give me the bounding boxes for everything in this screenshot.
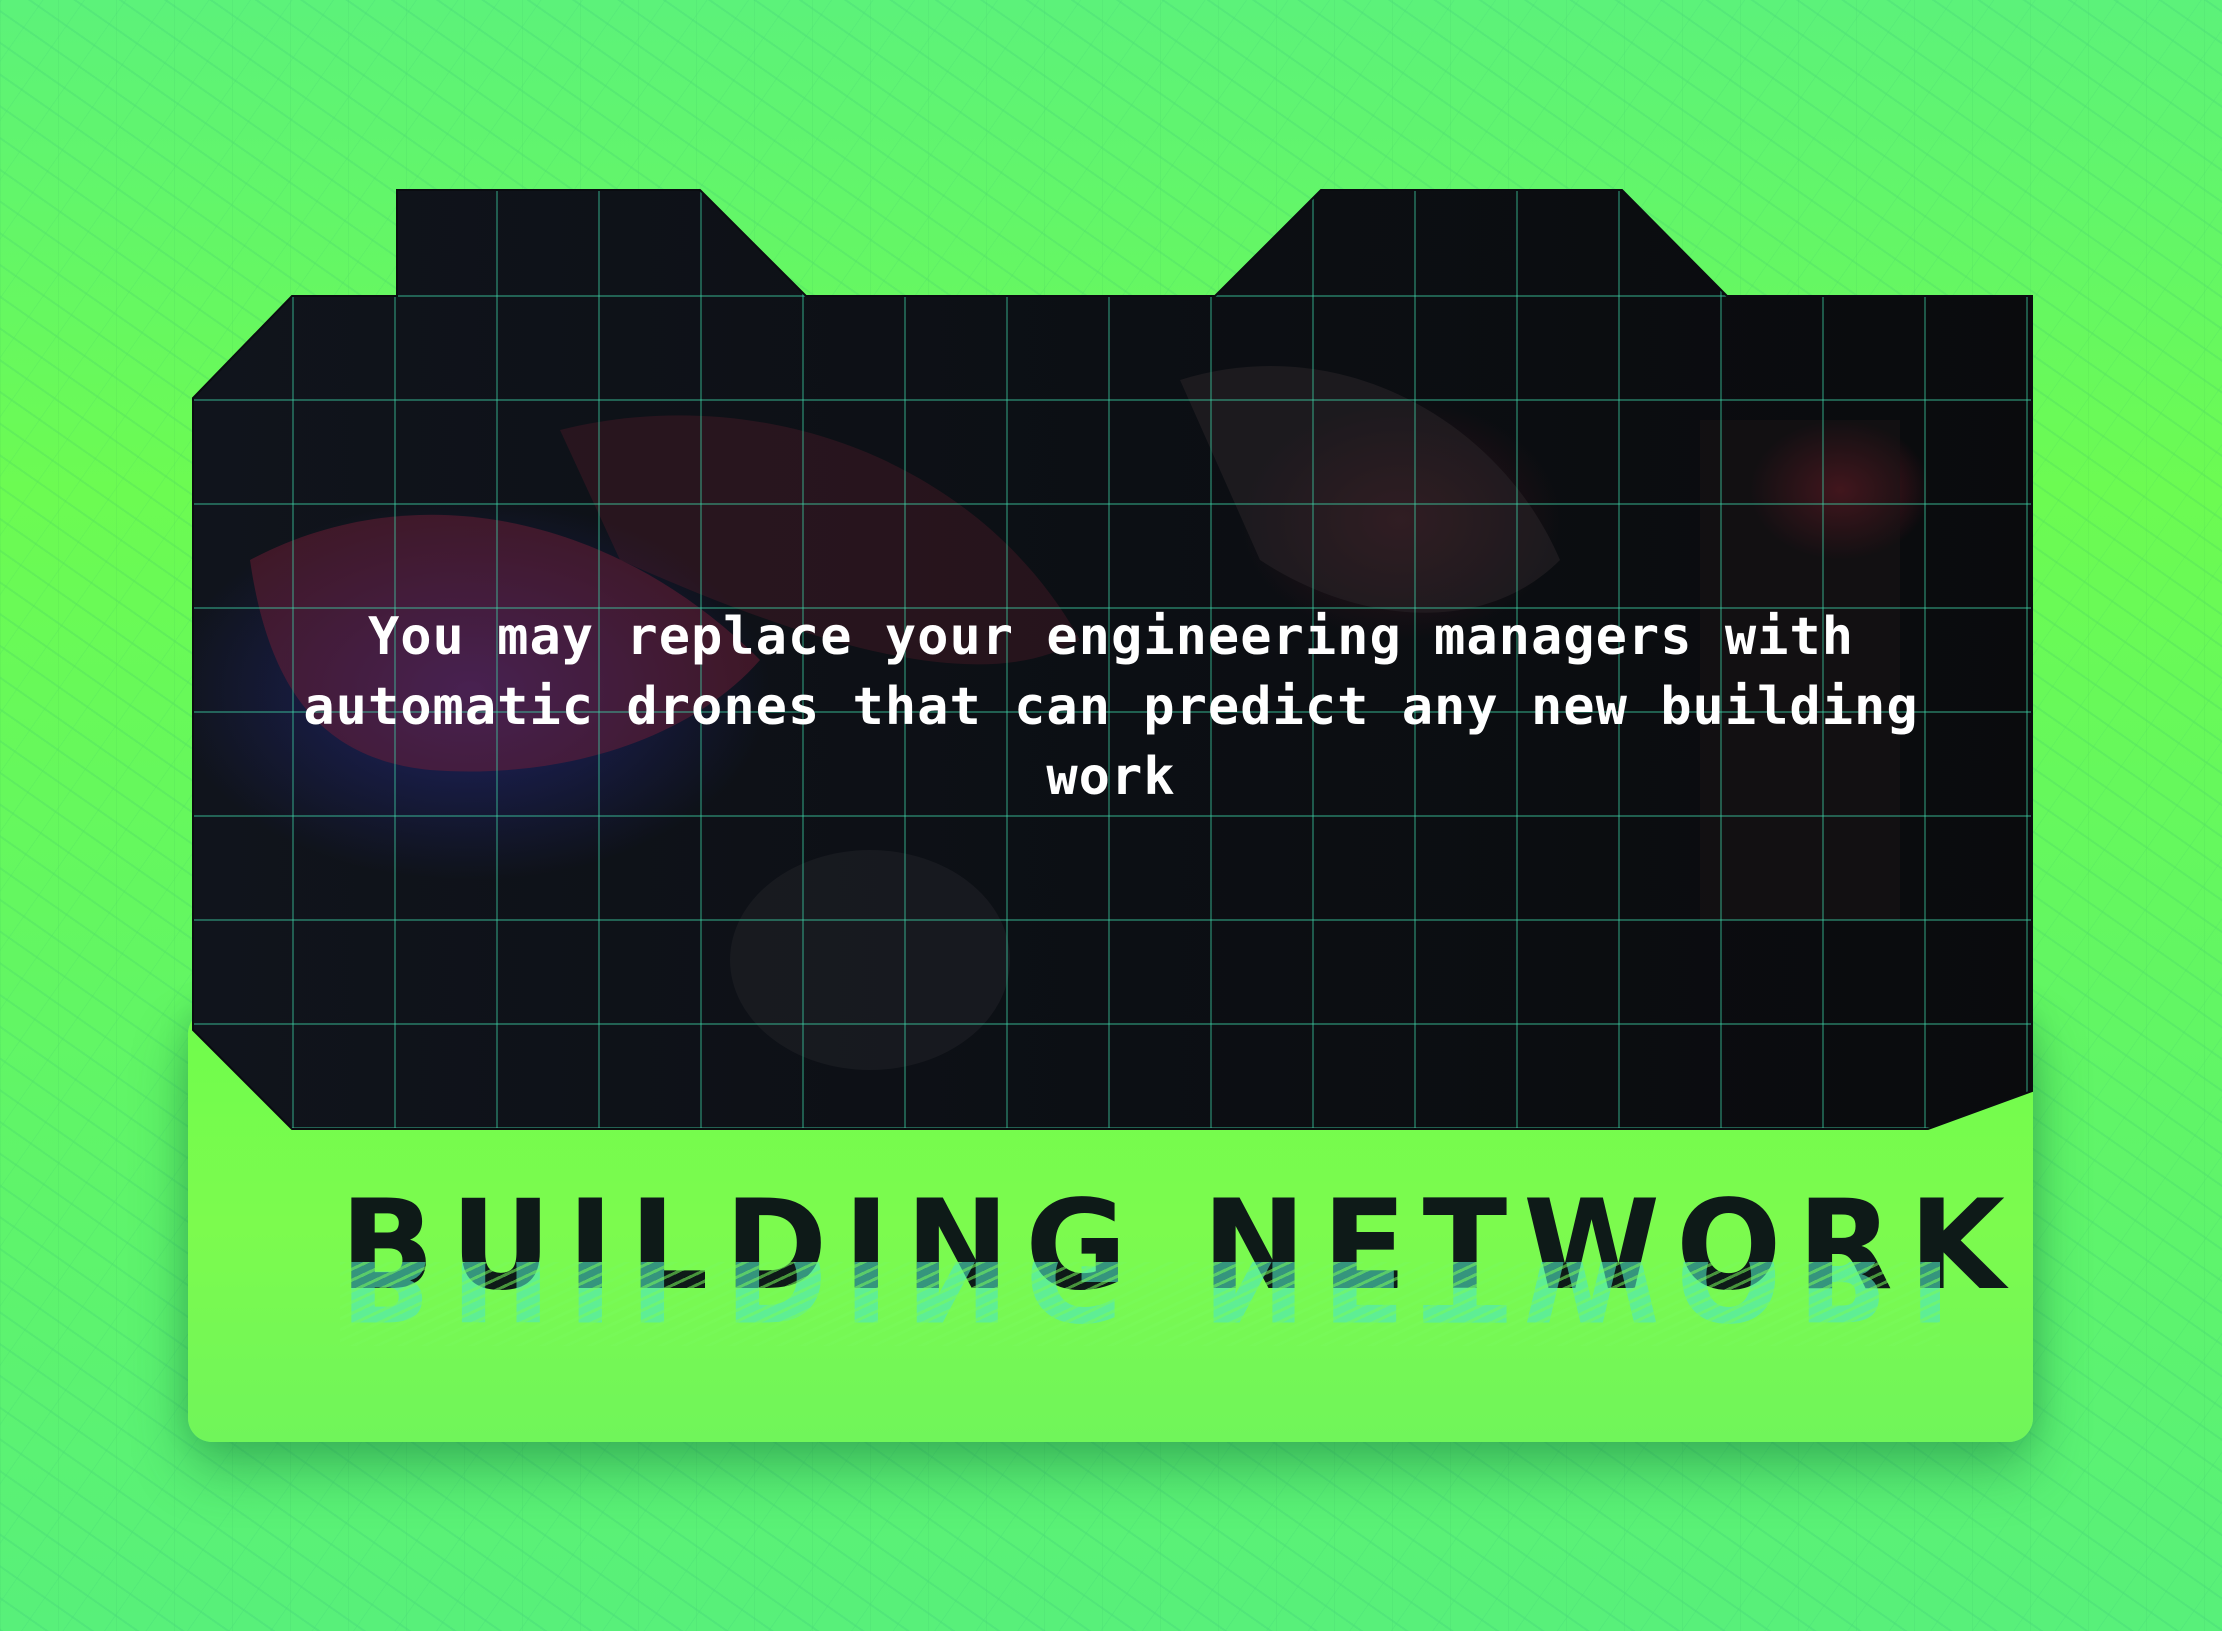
title-reflection: BUILDING NETWORK <box>340 1262 1940 1346</box>
reflection-stripes <box>340 1262 1940 1346</box>
panel-message: You may replace your engineering manager… <box>303 607 1919 807</box>
